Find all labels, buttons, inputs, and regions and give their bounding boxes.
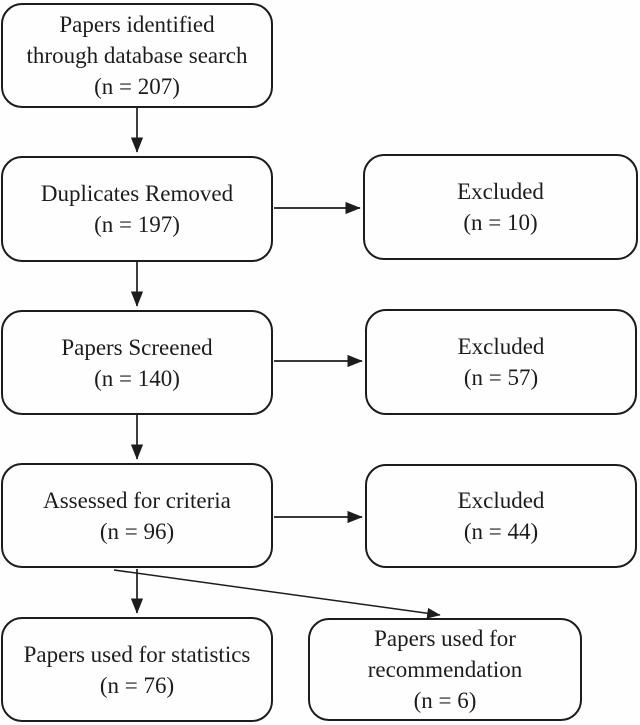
node-papers-identified-label: Papers identified through database searc… bbox=[26, 12, 248, 99]
node-excluded-duplicates-label: Excluded (n = 10) bbox=[457, 179, 544, 235]
node-assessed-for-criteria: Assessed for criteria (n = 96) bbox=[1, 463, 273, 568]
node-duplicates-removed: Duplicates Removed (n = 197) bbox=[1, 156, 273, 262]
arrow-assessed-to-recommendation bbox=[113, 569, 441, 619]
node-papers-used-for-statistics-label: Papers used for statistics (n = 76) bbox=[23, 641, 251, 698]
node-papers-used-for-recommendation: Papers used for recommendation (n = 6) bbox=[308, 618, 582, 721]
node-excluded-duplicates: Excluded (n = 10) bbox=[363, 154, 638, 260]
node-papers-screened-label: Papers Screened (n = 140) bbox=[61, 334, 213, 391]
node-excluded-screening: Excluded (n = 57) bbox=[365, 309, 637, 415]
node-excluded-assessment-label: Excluded (n = 44) bbox=[457, 488, 545, 544]
node-papers-used-for-statistics: Papers used for statistics (n = 76) bbox=[1, 617, 273, 722]
node-papers-identified: Papers identified through database searc… bbox=[1, 3, 273, 108]
node-papers-screened: Papers Screened (n = 140) bbox=[1, 310, 273, 415]
node-papers-used-for-recommendation-label: Papers used for recommendation (n = 6) bbox=[367, 626, 523, 713]
node-excluded-assessment: Excluded (n = 44) bbox=[365, 464, 637, 568]
node-excluded-screening-label: Excluded (n = 57) bbox=[457, 334, 545, 390]
node-duplicates-removed-label: Duplicates Removed (n = 197) bbox=[40, 181, 234, 237]
node-assessed-for-criteria-label: Assessed for criteria (n = 96) bbox=[43, 487, 231, 544]
